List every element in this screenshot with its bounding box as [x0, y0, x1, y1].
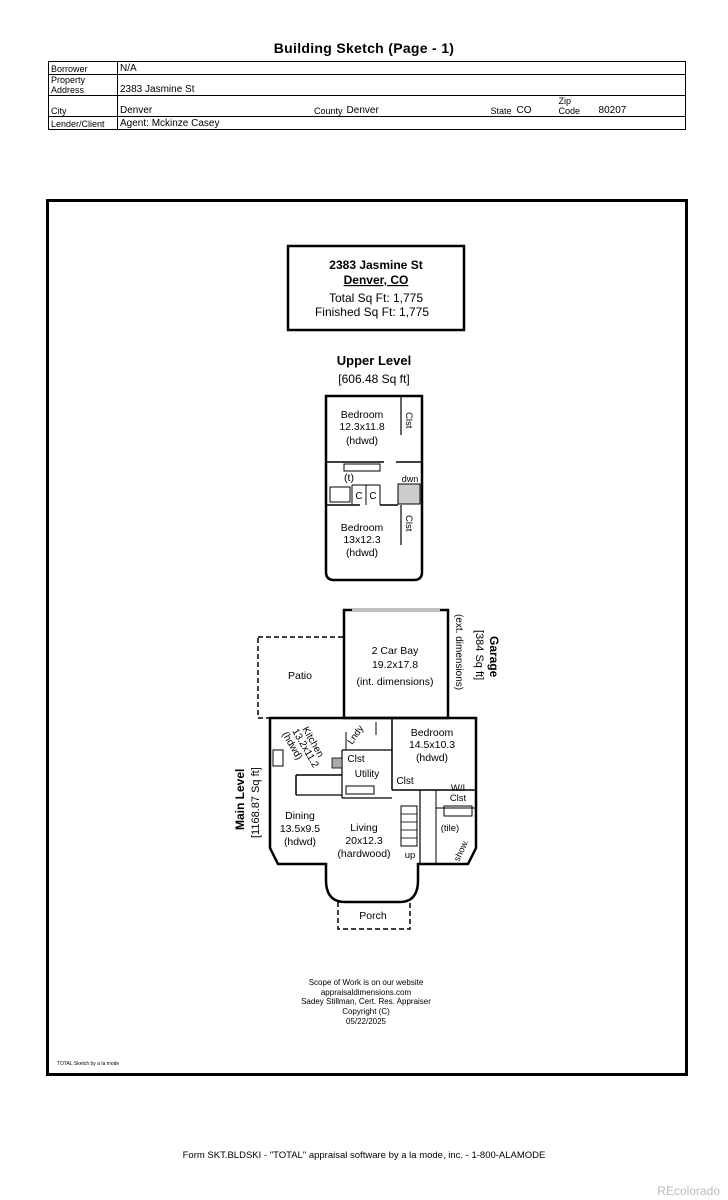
- borrower-row: Borrower N/A: [48, 61, 686, 75]
- patio-label: Patio: [288, 670, 312, 682]
- upper-level-area: [606.48 Sq ft]: [338, 372, 409, 386]
- living-dim: 20x12.3: [345, 835, 383, 847]
- title-total-sqft: Total Sq Ft: 1,775: [329, 291, 423, 305]
- state-label: State: [488, 95, 515, 117]
- porch-label: Porch: [359, 910, 387, 922]
- upper-closet2: Clst: [403, 515, 414, 532]
- garage-bay-dim: 19.2x17.8: [372, 659, 418, 671]
- upper-level-outline: [324, 394, 424, 582]
- upper-bedroom2-dim: 13x12.3: [343, 534, 381, 546]
- upper-bedroom2-floor: (hdwd): [346, 547, 378, 559]
- main-range: [272, 749, 284, 767]
- upper-bedroom1-dim: 12.3x11.8: [339, 421, 385, 433]
- dining-floor: (hdwd): [284, 836, 316, 848]
- upper-bedroom2-name: Bedroom: [341, 522, 384, 534]
- shower-label: show.: [452, 838, 471, 863]
- living-floor: (hardwood): [337, 848, 390, 860]
- main-bedroom-name: Bedroom: [411, 727, 454, 739]
- software-note: TOTAL Sketch by a la mode: [57, 1061, 119, 1067]
- borrower-label: Borrower: [48, 61, 118, 75]
- main-counter: [345, 785, 375, 795]
- main-closet2: Clst: [396, 776, 413, 787]
- main-bedroom-floor: (hdwd): [416, 752, 448, 764]
- city-value: Denver: [117, 95, 312, 117]
- upper-c1: C: [355, 491, 362, 502]
- main-vanity: [443, 805, 473, 817]
- upper-vanity: [343, 463, 381, 472]
- garage-bay-name: 2 Car Bay: [372, 645, 419, 657]
- stairs-up-label: up: [405, 850, 416, 861]
- credit-line-2: appraisaldimensions.com: [321, 988, 412, 997]
- main-washer: [331, 757, 343, 769]
- credit-line-3: Sadey Stillman, Cert. Res. Appraiser: [301, 997, 431, 1006]
- lender-value: Agent: Mckinze Casey: [117, 116, 686, 130]
- main-closet1: Clst: [347, 754, 364, 765]
- utility-label: Utility: [355, 769, 379, 780]
- zip-label: Zip Code: [556, 95, 597, 117]
- porch-outline: [337, 902, 411, 930]
- city-label: City: [48, 95, 118, 117]
- address-value: 2383 Jasmine St: [117, 74, 686, 96]
- page-footer: Form SKT.BLDSKI - "TOTAL" appraisal soft…: [182, 1150, 546, 1161]
- upper-level-name: Upper Level: [337, 353, 411, 368]
- dining-name: Dining: [285, 810, 315, 822]
- main-level-outline: [268, 716, 478, 904]
- address-row: Property Address 2383 Jasmine St: [48, 74, 686, 96]
- main-stairs: [400, 805, 418, 847]
- lender-label: Lender/Client: [48, 116, 118, 130]
- upper-tub: [329, 486, 351, 503]
- garage-area: [384 Sq ft]: [473, 630, 485, 680]
- title-city: Denver, CO: [344, 273, 409, 287]
- borrower-value: N/A: [117, 61, 686, 75]
- credit-line-1: Scope of Work is on our website: [309, 978, 424, 987]
- lender-row: Lender/Client Agent: Mckinze Casey: [48, 116, 686, 130]
- main-level-area: [1168.87 Sq ft]: [250, 767, 262, 838]
- laundry-label: Lndy: [345, 723, 366, 746]
- title-finished-sqft: Finished Sq Ft: 1,775: [315, 305, 429, 319]
- wi-closet-top: W/I: [451, 783, 465, 794]
- upper-bath: (t): [344, 472, 354, 484]
- wi-closet-bottom: Clst: [450, 793, 467, 804]
- upper-c2: C: [369, 491, 376, 502]
- garage-bay-note: (int. dimensions): [356, 676, 433, 688]
- garage-name: Garage: [487, 636, 501, 678]
- property-info-table: Borrower N/A Property Address 2383 Jasmi…: [48, 61, 686, 130]
- title-street: 2383 Jasmine St: [329, 258, 422, 272]
- watermark: REcolorado: [657, 1184, 720, 1198]
- page-title: Building Sketch (Page - 1): [273, 40, 455, 56]
- living-name: Living: [350, 822, 378, 834]
- county-value: Denver: [344, 95, 489, 117]
- garage-ext: (ext. dimensions): [453, 614, 464, 690]
- county-label: County: [312, 95, 345, 117]
- upper-bedroom1-name: Bedroom: [341, 409, 384, 421]
- upper-bedroom1-floor: (hdwd): [346, 435, 378, 447]
- upper-closet1: Clst: [403, 412, 414, 429]
- state-value: CO: [514, 95, 557, 117]
- sketch-frame: [46, 199, 688, 1076]
- zip-value: 80207: [596, 95, 686, 117]
- tile-label: (tile): [441, 823, 459, 834]
- upper-stair: [397, 483, 421, 505]
- credit-line-4: Copyright (C): [342, 1007, 390, 1016]
- credit-line-5: 05/22/2025: [346, 1017, 387, 1026]
- city-row: City Denver County Denver State CO Zip C…: [48, 95, 686, 117]
- dining-dim: 13.5x9.5: [280, 823, 320, 835]
- main-level-name: Main Level: [233, 769, 247, 830]
- address-label: Property Address: [48, 74, 118, 96]
- sketch-title-box: [286, 244, 466, 332]
- upper-down: dwn: [402, 474, 419, 484]
- main-bedroom-dim: 14.5x10.3: [409, 739, 455, 751]
